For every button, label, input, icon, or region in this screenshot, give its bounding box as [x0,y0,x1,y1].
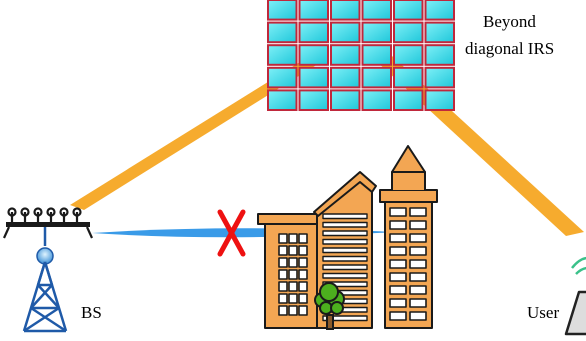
window [298,233,308,244]
window [389,220,407,230]
window [298,293,308,304]
irs-element [298,44,329,66]
window [389,311,407,321]
window-strip [322,272,368,279]
irs-panel-icon [267,0,455,112]
irs-element [424,89,455,112]
irs-element [330,0,361,21]
window [278,293,288,304]
bs-label: BS [81,303,102,322]
irs-element [267,66,298,89]
beam-bs-to-irs [70,62,318,210]
irs-element [330,21,361,44]
window [288,281,298,292]
window-strip [322,221,368,228]
irs-element [267,21,298,44]
window-strip [322,247,368,254]
irs-element [393,89,424,112]
irs-element [393,0,424,21]
irs-element [361,66,392,89]
irs-element [298,21,329,44]
window [298,281,308,292]
window [288,293,298,304]
irs-element [330,66,361,89]
window-strip [322,264,368,271]
irs-element [361,89,392,112]
handset-icon [564,256,586,336]
irs-element [298,0,329,21]
irs-element [330,44,361,66]
irs-element [393,44,424,66]
cell-tower-icon [2,207,94,333]
irs-element [361,44,392,66]
window [409,298,427,308]
window [298,269,308,280]
irs-element [298,89,329,112]
window [288,257,298,268]
window [288,233,298,244]
window [409,220,427,230]
window [288,269,298,280]
window [278,233,288,244]
window [278,245,288,256]
window-strip [322,230,368,237]
window [389,272,407,282]
window [298,305,308,316]
irs-element [424,44,455,66]
window [389,285,407,295]
irs-element [361,21,392,44]
irs-element [267,89,298,112]
irs-label-line2: diagonal IRS [465,39,554,58]
window [409,233,427,243]
window [298,257,308,268]
window [409,285,427,295]
window [278,281,288,292]
window-strip [322,315,368,322]
user-label: User [527,303,559,322]
window [389,207,407,217]
window [389,298,407,308]
window [389,246,407,256]
window [278,269,288,280]
window [409,272,427,282]
window [409,246,427,256]
irs-element [424,21,455,44]
irs-element [298,66,329,89]
window [298,245,308,256]
irs-element [424,0,455,21]
window [288,245,298,256]
buildings-icon [257,145,438,329]
window [409,259,427,269]
irs-label-line1: Beyond [483,12,536,31]
window [278,257,288,268]
window-strip [322,238,368,245]
irs-element [330,89,361,112]
window [409,207,427,217]
window [288,305,298,316]
window-strip [322,255,368,262]
irs-element [267,44,298,66]
window-strip [322,213,368,220]
window [278,305,288,316]
irs-element [267,0,298,21]
irs-element [424,66,455,89]
tree-icon [314,282,345,330]
x-mark-icon [217,209,246,257]
irs-element [361,0,392,21]
window [409,311,427,321]
irs-element [393,66,424,89]
window [389,233,407,243]
irs-element [393,21,424,44]
window [389,259,407,269]
